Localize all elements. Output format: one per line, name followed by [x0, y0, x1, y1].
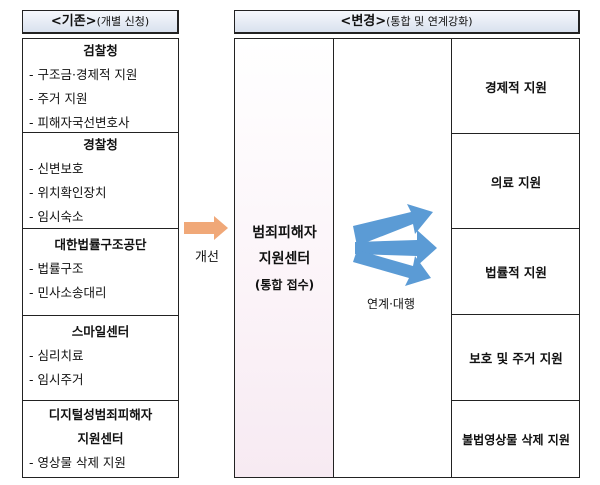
after-panel: 범죄피해자 지원센터 (통합 접수) 연계·대행 경제적 지원 의료 지원 법률… [234, 38, 580, 478]
list-item: - 영상물 삭제 지원 [29, 455, 126, 470]
section-title: 경찰청 [83, 137, 118, 152]
service-economic: 경제적 지원 [451, 39, 580, 134]
list-item: - 임시주거 [29, 372, 84, 387]
after-header: <변경>(통합 및 연계강화) [234, 10, 580, 34]
center-box: 범죄피해자 지원센터 (통합 접수) [235, 39, 334, 477]
list-item: - 주거 지원 [29, 91, 88, 106]
section-title: 지원센터 [77, 431, 124, 446]
service-illegal-video-deletion: 불법영상물 삭제 지원 [451, 401, 580, 477]
section-legal-aid: 대한법률구조공단 - 법률구조 - 민사소송대리 [23, 229, 178, 316]
section-title: 대한법률구조공단 [54, 237, 147, 252]
before-header: <기존>(개별 신청) [22, 10, 179, 34]
center-title: 지원센터 [258, 251, 311, 267]
transition-label: 개선 [195, 250, 219, 265]
list-item: - 심리치료 [29, 348, 84, 363]
before-list: 검찰청 - 구조금·경제적 지원 - 주거 지원 - 피해자국선변호사 경찰청 … [22, 38, 179, 478]
list-item: - 임시숙소 [29, 209, 84, 224]
section-title: 스마일센터 [71, 324, 130, 339]
section-smile-center: 스마일센터 - 심리치료 - 임시주거 [23, 316, 178, 401]
section-title: 검찰청 [83, 43, 118, 58]
section-digital-center: 디지털성범죄피해자 지원센터 - 영상물 삭제 지원 [23, 401, 178, 477]
list-item: - 피해자국선변호사 [29, 115, 130, 130]
section-police: 경찰청 - 신변보호 - 위치확인장치 - 임시숙소 [23, 133, 178, 229]
list-item: - 구조금·경제적 지원 [29, 67, 138, 82]
service-protection-housing: 보호 및 주거 지원 [451, 315, 580, 401]
header-subtitle: (개별 신청) [96, 15, 150, 28]
center-subtitle: (통합 접수) [254, 278, 315, 292]
list-item: - 민사소송대리 [29, 285, 107, 300]
header-title: <변경> [340, 14, 387, 29]
header-title: <기존> [50, 14, 97, 29]
link-label: 연계·대행 [367, 297, 415, 311]
service-legal: 법률적 지원 [451, 229, 580, 315]
blue-arrows-icon [353, 204, 437, 286]
list-item: - 법률구조 [29, 261, 84, 276]
orange-arrow-icon [184, 216, 228, 240]
header-subtitle: (통합 및 연계강화) [386, 15, 473, 28]
list-item: - 위치확인장치 [29, 185, 107, 200]
section-title: 디지털성범죄피해자 [48, 407, 153, 422]
service-medical: 의료 지원 [451, 134, 580, 229]
center-title: 범죄피해자 [252, 225, 317, 241]
list-item: - 신변보호 [29, 161, 84, 176]
section-prosecution: 검찰청 - 구조금·경제적 지원 - 주거 지원 - 피해자국선변호사 [23, 39, 178, 133]
